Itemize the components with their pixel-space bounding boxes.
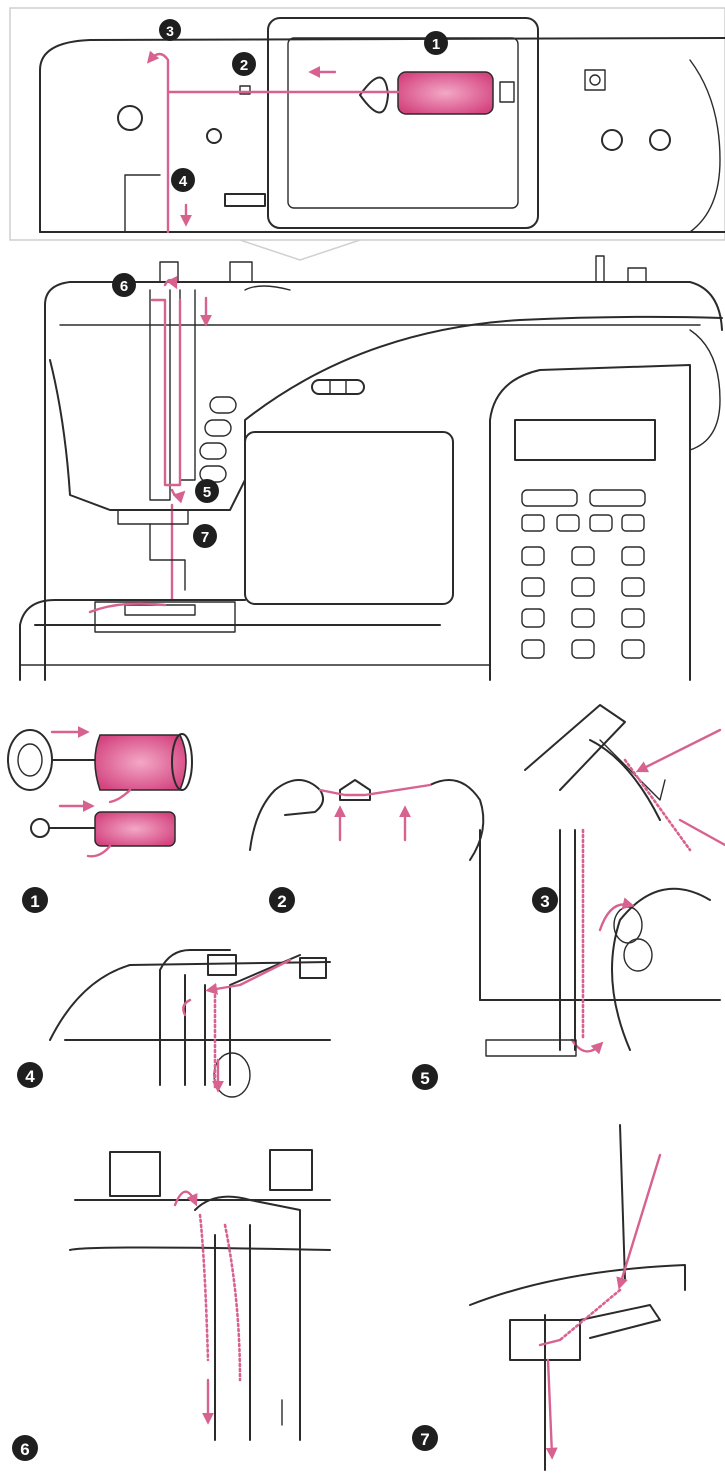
detail-thread-guide bbox=[250, 780, 483, 860]
step-badge-detail-7: 7 bbox=[412, 1425, 438, 1451]
svg-text:5: 5 bbox=[420, 1069, 429, 1088]
top-view-panel bbox=[10, 8, 725, 240]
svg-text:7: 7 bbox=[420, 1430, 429, 1449]
svg-text:3: 3 bbox=[166, 23, 174, 39]
step-badge-detail-6: 6 bbox=[12, 1435, 38, 1461]
step-badge-machine-6: 6 bbox=[112, 273, 136, 297]
svg-text:7: 7 bbox=[201, 529, 209, 546]
step-badge-detail-5: 5 bbox=[412, 1064, 438, 1090]
step-badge-detail-2: 2 bbox=[269, 887, 295, 913]
svg-text:6: 6 bbox=[120, 278, 128, 295]
step-badge-machine-7: 7 bbox=[193, 524, 217, 548]
svg-text:6: 6 bbox=[20, 1440, 29, 1459]
svg-text:1: 1 bbox=[432, 36, 440, 53]
detail-needle-bar-guide bbox=[480, 830, 720, 1056]
detail-needle-threading bbox=[470, 1125, 685, 1470]
svg-text:4: 4 bbox=[25, 1067, 35, 1086]
step-badge-detail-3: 3 bbox=[532, 887, 558, 913]
svg-text:5: 5 bbox=[203, 484, 211, 501]
magnify-connector bbox=[240, 240, 360, 260]
step-badge-machine-5: 5 bbox=[195, 479, 219, 503]
step-badge-top-4: 4 bbox=[171, 168, 195, 192]
svg-text:4: 4 bbox=[179, 173, 188, 190]
detail-upper-thread-path bbox=[50, 950, 330, 1097]
sewing-machine-front bbox=[20, 256, 722, 680]
svg-text:2: 2 bbox=[277, 892, 286, 911]
detail-guide-6 bbox=[70, 1150, 330, 1440]
detail-take-up-lever bbox=[525, 705, 725, 850]
svg-text:1: 1 bbox=[30, 892, 39, 911]
svg-text:2: 2 bbox=[240, 57, 248, 74]
detail-spool-caps bbox=[8, 730, 192, 856]
svg-text:3: 3 bbox=[540, 892, 549, 911]
step-badge-top-3: 3 bbox=[159, 19, 181, 41]
step-badge-top-1: 1 bbox=[424, 31, 448, 55]
step-badge-detail-4: 4 bbox=[17, 1062, 43, 1088]
step-badge-detail-1: 1 bbox=[22, 887, 48, 913]
step-badge-top-2: 2 bbox=[232, 52, 256, 76]
